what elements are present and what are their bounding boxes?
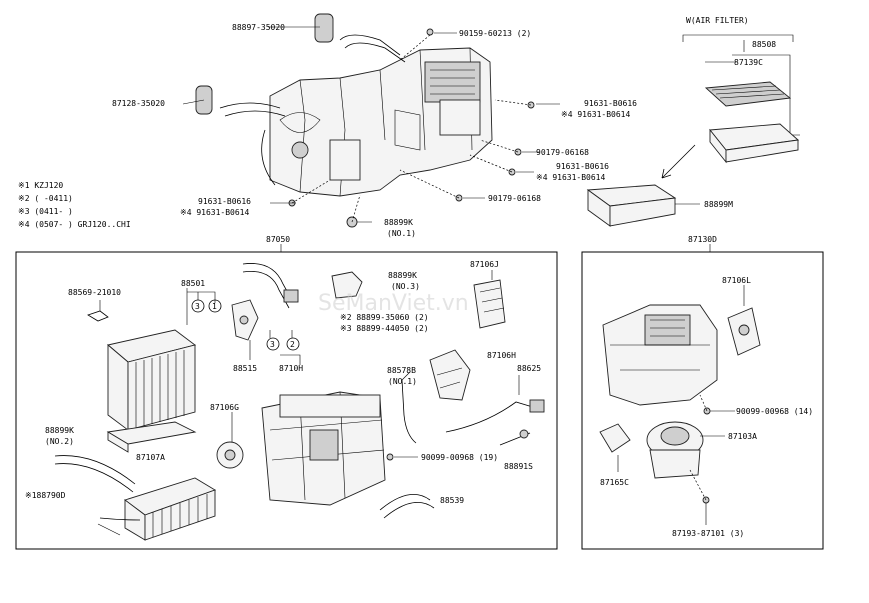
label-88501: 88501 (181, 279, 205, 288)
label-88578b-no: (NO.1) (388, 377, 417, 386)
label-91631-a: 91631-B0616 (584, 99, 637, 108)
right-box-parts (599, 285, 761, 525)
label-188790d: ※188790D (25, 491, 66, 500)
notes-block: ※1 KZJ120 ※2 ( -0411) ※3 (0411- ) ※4 (05… (18, 181, 131, 229)
label-91631-a4: ※4 91631-B0614 (561, 110, 631, 119)
label-91631-c: 91631-B0616 (198, 197, 251, 206)
label-87050: 87050 (266, 235, 290, 244)
label-87130d: 87130D (688, 235, 717, 244)
label-88899-35060: ※2 88899-35060 (2) (340, 313, 429, 322)
label-air-filter: W(AIR FILTER) (686, 16, 749, 25)
label-87139c: 87139C (734, 58, 763, 67)
label-91631-c4: ※4 91631-B0614 (180, 208, 250, 217)
watermark-text: SeManViet.vn (318, 291, 469, 316)
label-88899k-top-no: (NO.1) (387, 229, 416, 238)
label-91631-b4: ※4 91631-B0614 (536, 173, 606, 182)
heater-assembly-top (219, 34, 493, 197)
label-88899k-no2-no: (NO.2) (45, 437, 74, 446)
label-88578b: 88578B (387, 366, 416, 375)
box-87130D (581, 251, 824, 550)
seal-88897 (314, 13, 334, 43)
label-87165c: 87165C (600, 478, 629, 487)
label-8710h: 8710H (279, 364, 303, 373)
leaders-top (182, 26, 560, 223)
label-88899m: 88899M (704, 200, 733, 209)
label-88899k-no3-no: (NO.3) (391, 282, 420, 291)
label-87106j: 87106J (470, 260, 499, 269)
screws-top (288, 28, 535, 228)
label-90099-a: 90099-00968 (19) (421, 453, 498, 462)
label-90179-b: 90179-06168 (488, 194, 541, 203)
air-filter-group (586, 34, 800, 227)
label-87103a: 87103A (728, 432, 757, 441)
label-91631-b: 91631-B0616 (556, 162, 609, 171)
label-88508: 88508 (752, 40, 776, 49)
circled-numbers: 3 1 3 2 (191, 299, 300, 351)
note-4: ※4 (0507- ) GRJ120..CHI (18, 220, 131, 229)
label-88899k-no3: 88899K (388, 271, 417, 280)
label-88899k-no2: 88899K (45, 426, 74, 435)
label-88515: 88515 (233, 364, 257, 373)
left-box-parts (54, 263, 545, 541)
label-87193: 87193-87101 (3) (672, 529, 744, 538)
label-90179-a: 90179-06168 (536, 148, 589, 157)
label-88539: 88539 (440, 496, 464, 505)
label-88899k-top: 88899K (384, 218, 413, 227)
label-87128: 87128-35020 (112, 99, 165, 108)
circle-2: 2 (290, 340, 295, 349)
label-88625: 88625 (517, 364, 541, 373)
box-87050 (15, 251, 558, 550)
label-87107a: 87107A (136, 453, 165, 462)
note-1: ※1 KZJ120 (18, 181, 63, 190)
label-87106h: 87106H (487, 351, 516, 360)
label-88899-44050: ※3 88899-44050 (2) (340, 324, 429, 333)
label-87106g: 87106G (210, 403, 239, 412)
note-2: ※2 ( -0411) (18, 194, 73, 203)
label-88897: 88897-35020 (232, 23, 285, 32)
label-90099-b: 90099-00968 (14) (736, 407, 813, 416)
label-88891s: 88891S (504, 462, 533, 471)
label-90159: 90159-60213 (2) (459, 29, 531, 38)
circle-3a: 3 (195, 302, 200, 311)
circle-3b: 3 (270, 340, 275, 349)
label-88569: 88569-21010 (68, 288, 121, 297)
circle-1: 1 (212, 302, 217, 311)
label-87106l: 87106L (722, 276, 751, 285)
note-3: ※3 (0411- ) (18, 207, 73, 216)
